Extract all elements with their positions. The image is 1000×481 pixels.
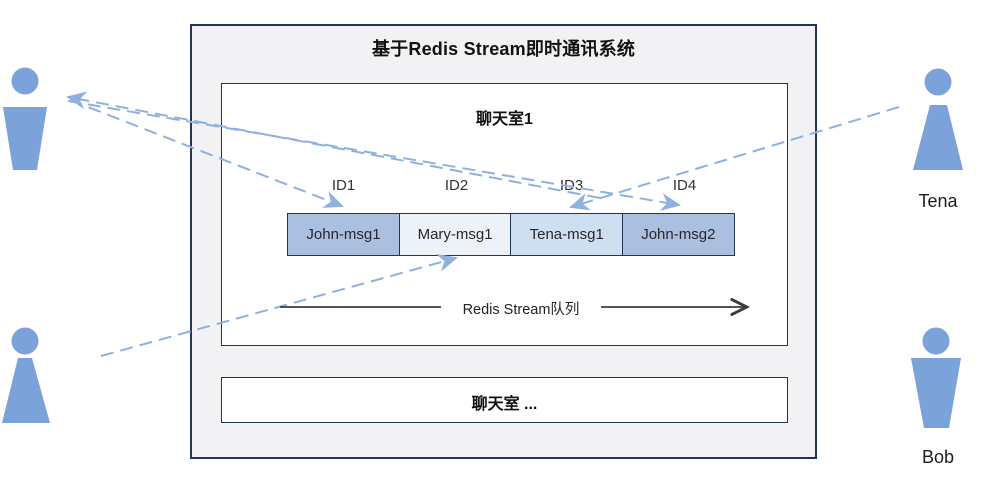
message-cell-tena-msg1: Tena-msg1 [510,213,624,256]
stream-queue-row: John-msg1 Mary-msg1 Tena-msg1 John-msg2 [287,213,735,256]
user-label-tena: Tena [918,191,958,211]
person-icon-tena [913,68,963,170]
message-cell-john-msg2: John-msg2 [621,213,735,256]
person-icon-bob [911,327,961,428]
user-label-bob: Bob [921,447,955,467]
chat-room-more-title: 聊天室 ... [471,396,538,413]
queue-direction-label: Redis Stream队列 [462,302,580,318]
system-title: 基于Redis Stream即时通讯系统 [371,39,636,59]
person-icon-top-left [3,67,47,170]
entry-id-2: ID2 [444,177,469,194]
message-cell-mary-msg1: Mary-msg1 [398,213,512,256]
entry-id-4: ID4 [672,177,697,194]
chat-room-1-title: 聊天室1 [476,111,533,128]
entry-id-1: ID1 [331,177,356,194]
message-cell-john-msg1: John-msg1 [287,213,400,256]
person-icon-bottom-left [2,327,50,423]
chat-room-more-panel [221,377,788,423]
entry-id-3: ID3 [559,177,584,194]
